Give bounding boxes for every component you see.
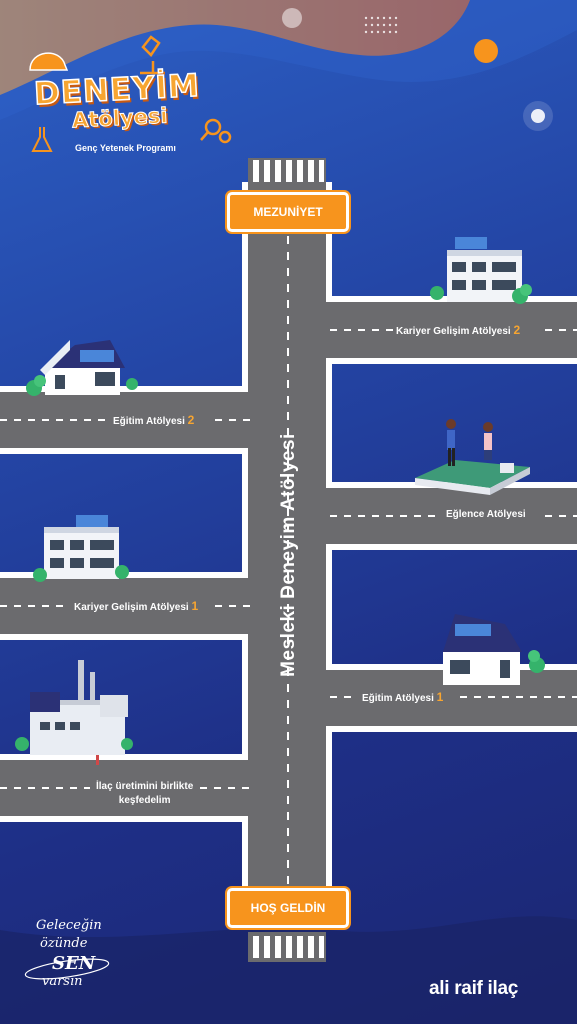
- stop-label-line1: İlaç üretimini birlikte: [96, 781, 194, 792]
- orbit-swoosh-icon: [24, 958, 110, 980]
- main-road-label: Mesleki Deneyim Atölyesi: [278, 433, 299, 677]
- stop-number: 2: [187, 413, 195, 427]
- slogan-line4: varsın: [42, 974, 83, 989]
- stop-label: Eğlence Atölyesi: [446, 509, 526, 520]
- stop-number: 1: [436, 690, 444, 704]
- graduation-sign: MEZUNİYET: [227, 192, 349, 232]
- slogan-line3: SEN: [52, 953, 96, 974]
- stop-label: Kariyer Gelişim Atölyesi: [396, 326, 511, 337]
- flask-icon: [31, 127, 53, 152]
- hardhat-icon: [29, 52, 69, 71]
- stop-label: Eğitim Atölyesi: [113, 416, 185, 427]
- stop-label: Eğitim Atölyesi: [362, 693, 434, 704]
- stop-career-1: Kariyer Gelişim Atölyesi 1: [74, 599, 198, 613]
- stop-fun: Eğlence Atölyesi: [446, 509, 526, 520]
- program-subtitle: Genç Yetenek Programı: [75, 143, 176, 153]
- stop-pharma: İlaç üretimini birlikte keşfedelim: [96, 780, 193, 808]
- magnifier-gear-icon: [200, 118, 232, 144]
- stop-education-1: Eğitim Atölyesi 1: [362, 690, 443, 704]
- stop-label: Kariyer Gelişim Atölyesi: [74, 602, 189, 613]
- program-title-line2: Atölyesi: [71, 103, 169, 133]
- stop-number: 2: [513, 323, 521, 337]
- stop-label-line2: keşfedelim: [118, 795, 171, 806]
- workshop-icons: [29, 35, 232, 152]
- microscope-icon: [140, 35, 165, 75]
- stop-number: 1: [191, 599, 199, 613]
- stop-career-2: Kariyer Gelişim Atölyesi 2: [396, 323, 520, 337]
- stop-education-2: Eğitim Atölyesi 2: [113, 413, 194, 427]
- brand-logo: ali raif ilaç: [429, 978, 519, 999]
- slogan-line1: Geleceğin: [36, 918, 102, 933]
- slogan-line2: özünde: [40, 936, 88, 951]
- welcome-sign: HOŞ GELDİN: [227, 888, 349, 928]
